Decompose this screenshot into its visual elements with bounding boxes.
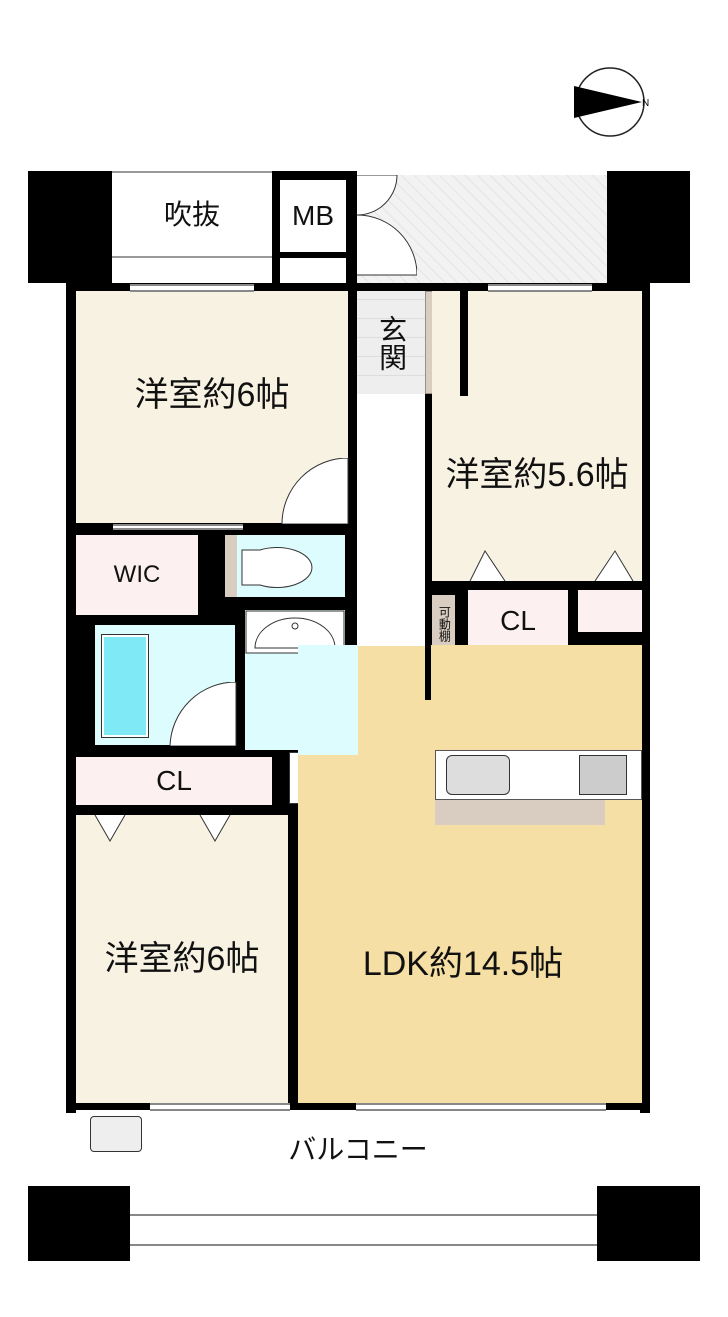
pillar-top-left: [28, 171, 112, 283]
pillar-bottom-left: [28, 1186, 130, 1261]
window: [150, 1103, 290, 1111]
walk-in-closet: WIC: [76, 535, 198, 615]
bedroom-1-label: 洋室 約6帖: [134, 376, 290, 415]
fukinuke-label: 吹抜: [163, 199, 220, 231]
door-swing-icon[interactable]: [168, 682, 238, 746]
pillar-top-right: [607, 171, 690, 283]
toilet-icon: [241, 547, 313, 588]
closet-small: [578, 590, 642, 632]
kitchen-back-counter: [435, 800, 605, 825]
closet-left: CL: [76, 757, 272, 805]
window: [130, 284, 254, 292]
kitchen-counter: [435, 750, 642, 800]
closet-door-icon[interactable]: [90, 815, 240, 845]
balcony: バルコニー: [76, 1110, 640, 1186]
entry-door-icon[interactable]: [357, 175, 417, 285]
closet-right: CL: [468, 590, 568, 652]
pillar-bottom-right: [597, 1186, 700, 1261]
mb-label: MB: [292, 199, 334, 231]
bedroom-3: 洋室 約6帖: [76, 815, 288, 1103]
window: [488, 284, 592, 292]
ldk-label: LDK 約14.5帖: [362, 945, 564, 984]
closet-left-label: CL: [156, 764, 192, 796]
balcony-railing: [130, 1214, 597, 1246]
sink-icon: [446, 755, 510, 795]
window: [113, 524, 243, 530]
bedroom-2-label: 洋室 約5.6帖: [445, 456, 629, 495]
compass-north-label: N: [642, 98, 649, 109]
compass-icon: N: [574, 67, 649, 137]
balcony-sink-icon: [90, 1116, 142, 1152]
shelf-label: 可動棚: [437, 605, 452, 642]
door-swing-icon[interactable]: [280, 458, 350, 524]
balcony-label: バルコニー: [288, 1133, 428, 1165]
wic-label: WIC: [113, 561, 161, 589]
window: [356, 1103, 606, 1111]
closet-door-icon[interactable]: [465, 545, 640, 581]
closet-right-label: CL: [500, 604, 536, 636]
bedroom-3-label: 洋室 約6帖: [104, 940, 260, 979]
washbasin-icon: [245, 610, 345, 654]
genkan: 玄関: [357, 291, 425, 394]
fukinuke-void: 吹抜: [112, 171, 272, 283]
bathtub-icon: [101, 634, 149, 738]
genkan-label: 玄関: [376, 314, 408, 371]
shelf: 可動棚: [432, 595, 455, 652]
meter-box: MB: [280, 180, 346, 252]
stove-icon: [579, 755, 627, 795]
